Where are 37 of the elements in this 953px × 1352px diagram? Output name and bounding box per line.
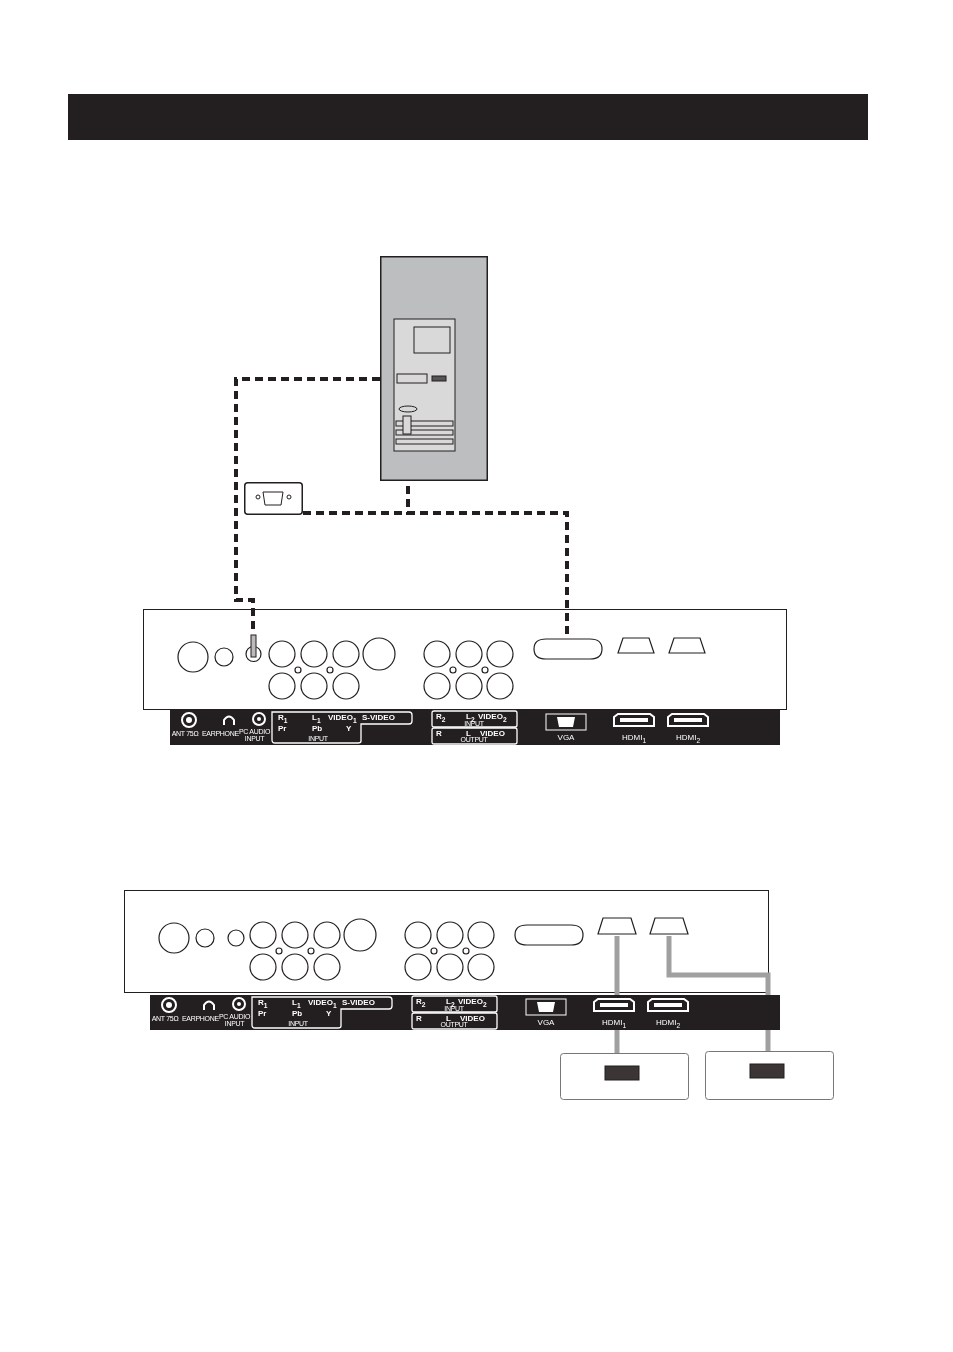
port-label: HDMI$_{2}$ (674, 733, 702, 745)
port-label: VIDEO (460, 1014, 485, 1023)
port-label: HDMI$_{1}$ (600, 1018, 628, 1030)
port-label: Pb (292, 1009, 303, 1018)
port-label: S-VIDEO (342, 998, 375, 1007)
vga-port (532, 638, 604, 660)
hdmi-source-device (705, 1051, 834, 1100)
port-label: Y (346, 724, 352, 733)
port-label: HDMI$_{2}$ (654, 1018, 682, 1030)
port-label: R (416, 1014, 422, 1023)
port-label: VIDEO$_{1}$ (308, 998, 337, 1010)
vga-port (513, 924, 585, 946)
port-label: Pr (258, 1009, 267, 1018)
tv-rear-panel (124, 890, 769, 993)
port-label: L (446, 1014, 451, 1023)
port-label: VIDEO (480, 729, 505, 738)
port-label: HDMI$_{1}$ (620, 733, 648, 745)
audio-plug (248, 634, 259, 662)
tv-rear-panel (143, 609, 787, 710)
port-label: VGA (536, 1018, 556, 1027)
port-label: Pr (278, 724, 287, 733)
port-label: Pb (312, 724, 323, 733)
port-label: VGA (556, 733, 576, 742)
port-label: Y (326, 1009, 332, 1018)
port-label: R$_{2}$ (416, 997, 426, 1009)
port-label: L$_{1}$ (292, 998, 301, 1010)
port-label: L$_{1}$ (312, 713, 321, 725)
port-label: R$_{1}$ (278, 713, 288, 725)
port-label: S-VIDEO (362, 713, 395, 722)
port-label: R (436, 729, 442, 738)
port-label: L (466, 729, 471, 738)
port-label: R$_{1}$ (258, 998, 268, 1010)
port-label: R$_{2}$ (436, 712, 446, 724)
vga-plug-connector (244, 482, 303, 515)
computer-tower-drawing (380, 256, 488, 481)
hdmi-source-device (560, 1053, 689, 1100)
port-label: VIDEO$_{1}$ (328, 713, 357, 725)
